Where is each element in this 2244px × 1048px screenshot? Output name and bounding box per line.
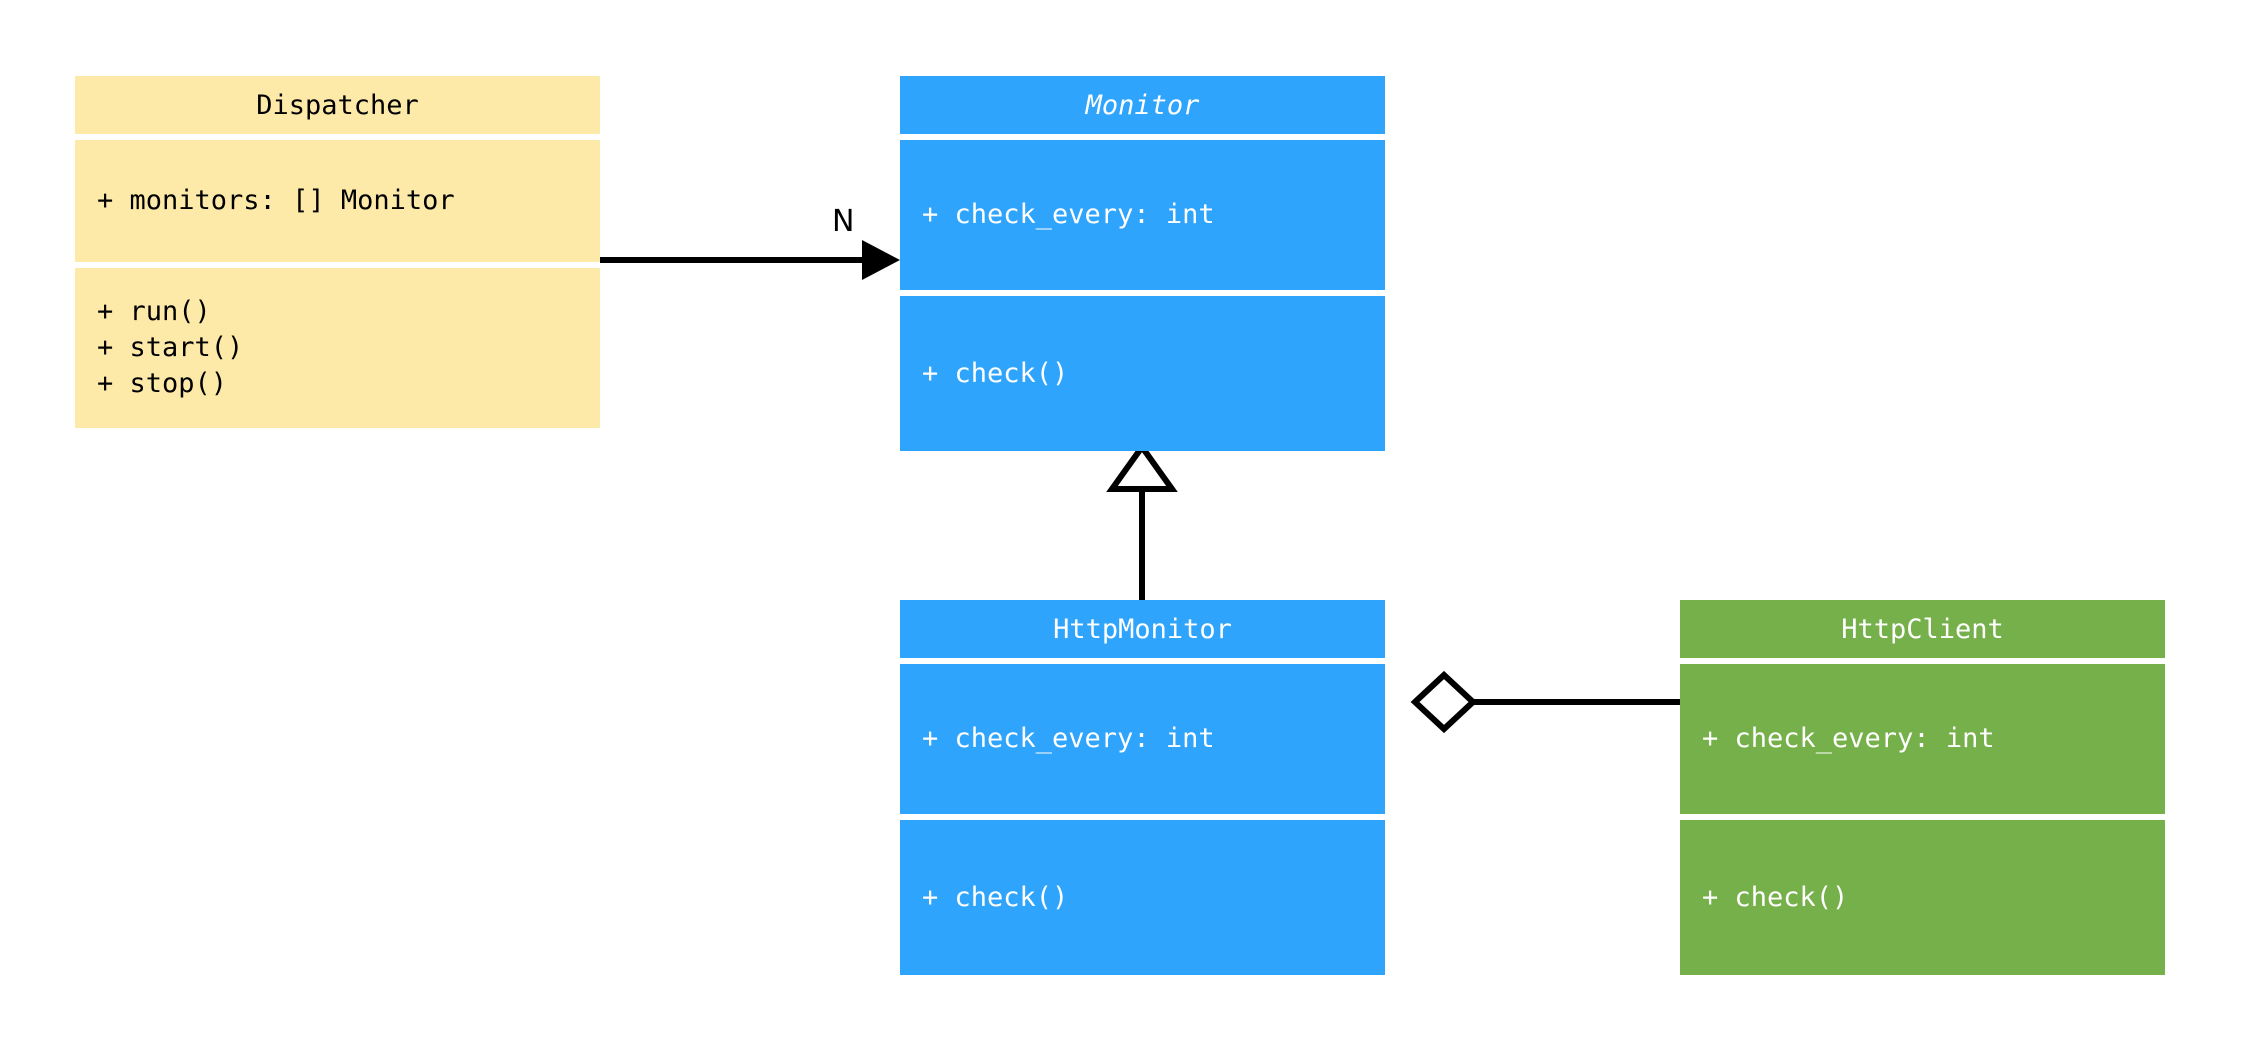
class-methods-httpclient: + check() [1680, 820, 2165, 975]
method-row: + start() [97, 332, 244, 364]
class-attributes-httpclient: + check_every: int [1680, 664, 2165, 814]
class-title-dispatcher: Dispatcher [75, 76, 600, 134]
class-methods-dispatcher: + run() + start() + stop() [75, 268, 600, 428]
method-row: + stop() [97, 367, 228, 399]
method-row: + check() [1702, 881, 1849, 913]
association-dispatcher-to-monitor [600, 240, 900, 280]
class-box-dispatcher[interactable]: Dispatcher + monitors: [] Monitor + run(… [75, 76, 600, 428]
class-attributes-httpmonitor: + check_every: int [900, 664, 1385, 814]
class-methods-httpmonitor: + check() [900, 820, 1385, 975]
class-title-httpclient: HttpClient [1680, 600, 2165, 658]
class-title-httpmonitor: HttpMonitor [900, 600, 1385, 658]
method-row: + run() [97, 296, 211, 328]
class-attributes-dispatcher: + monitors: [] Monitor [75, 140, 600, 262]
aggregation-httpmonitor-to-httpclient [1410, 670, 1680, 734]
association-multiplicity-label: N [832, 204, 855, 239]
attribute-row: + monitors: [] Monitor [97, 185, 455, 217]
class-box-monitor[interactable]: Monitor + check_every: int + check() [900, 76, 1385, 451]
method-row: + check() [922, 881, 1069, 913]
generalization-httpmonitor-to-monitor [1106, 441, 1178, 600]
class-title-monitor: Monitor [900, 76, 1385, 134]
filled-triangle-arrowhead-icon [862, 240, 900, 280]
attribute-row: + check_every: int [1702, 723, 1995, 755]
class-box-httpclient[interactable]: HttpClient + check_every: int + check() [1680, 600, 2165, 975]
attribute-row: + check_every: int [922, 199, 1215, 231]
class-box-httpmonitor[interactable]: HttpMonitor + check_every: int + check() [900, 600, 1385, 975]
hollow-diamond-icon [1410, 670, 1478, 734]
attribute-row: + check_every: int [922, 723, 1215, 755]
hollow-triangle-arrowhead-icon [1106, 441, 1178, 492]
method-row: + check() [922, 357, 1069, 389]
class-attributes-monitor: + check_every: int [900, 140, 1385, 290]
class-methods-monitor: + check() [900, 296, 1385, 451]
